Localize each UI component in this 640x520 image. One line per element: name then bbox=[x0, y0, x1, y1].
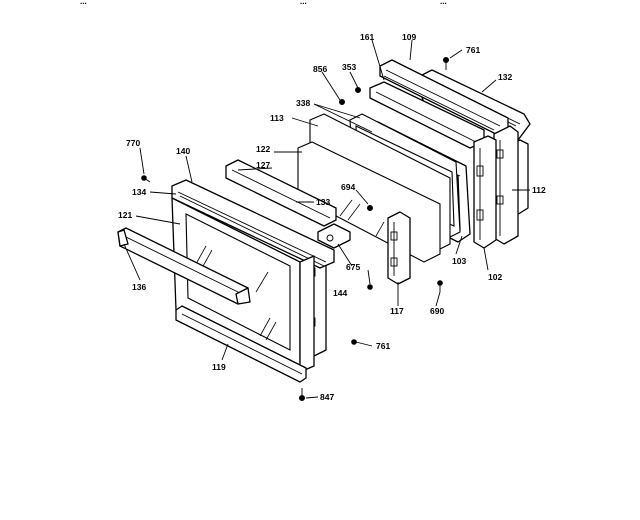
label-121: 121 bbox=[118, 210, 132, 220]
label-847: 847 bbox=[320, 392, 334, 402]
screw-690 bbox=[437, 280, 443, 292]
label-103: 103 bbox=[452, 256, 466, 266]
screw-761-top bbox=[442, 57, 449, 70]
leader-lines bbox=[123, 39, 530, 399]
label-144: 144 bbox=[333, 288, 347, 298]
label-112: 112 bbox=[532, 185, 546, 195]
part-labels: 161 109 761 856 353 132 338 113 770 140 … bbox=[118, 32, 546, 402]
door-handle-136 bbox=[117, 227, 251, 305]
screw-694 bbox=[366, 204, 373, 211]
label-134: 134 bbox=[132, 187, 146, 197]
header-text-middle: ... bbox=[300, 0, 307, 6]
label-338: 338 bbox=[296, 98, 310, 108]
screw-770 bbox=[141, 175, 151, 183]
label-856: 856 bbox=[313, 64, 327, 74]
bottom-trim-119 bbox=[175, 305, 307, 383]
screw-675 bbox=[367, 284, 373, 290]
screw-353 bbox=[354, 87, 361, 94]
label-770: 770 bbox=[126, 138, 140, 148]
side-channel-112 bbox=[493, 125, 519, 245]
label-761-top: 761 bbox=[466, 45, 480, 55]
label-140: 140 bbox=[176, 146, 190, 156]
label-132: 132 bbox=[498, 72, 512, 82]
header-text-left: ... bbox=[80, 0, 87, 6]
header-text: ... ... ... bbox=[80, 0, 447, 6]
screw-856 bbox=[338, 99, 345, 106]
bracket-144 bbox=[317, 223, 351, 249]
screw-761-bottom bbox=[351, 339, 357, 345]
label-133: 133 bbox=[316, 197, 330, 207]
label-761-bottom: 761 bbox=[376, 341, 390, 351]
label-109: 109 bbox=[402, 32, 416, 42]
label-119: 119 bbox=[212, 362, 226, 372]
label-113: 113 bbox=[270, 113, 284, 123]
screw-847 bbox=[298, 388, 305, 401]
channel-102 bbox=[473, 135, 497, 249]
label-102: 102 bbox=[488, 272, 502, 282]
insulation-baffle-127 bbox=[225, 159, 337, 227]
hinge-channel-117 bbox=[387, 211, 411, 285]
header-text-right: ... bbox=[440, 0, 447, 6]
label-117: 117 bbox=[390, 306, 404, 316]
label-127: 127 bbox=[256, 160, 270, 170]
label-161: 161 bbox=[360, 32, 374, 42]
label-136: 136 bbox=[132, 282, 146, 292]
label-675: 675 bbox=[346, 262, 360, 272]
label-122: 122 bbox=[256, 144, 270, 154]
label-694: 694 bbox=[341, 182, 355, 192]
label-690: 690 bbox=[430, 306, 444, 316]
label-353: 353 bbox=[342, 62, 356, 72]
